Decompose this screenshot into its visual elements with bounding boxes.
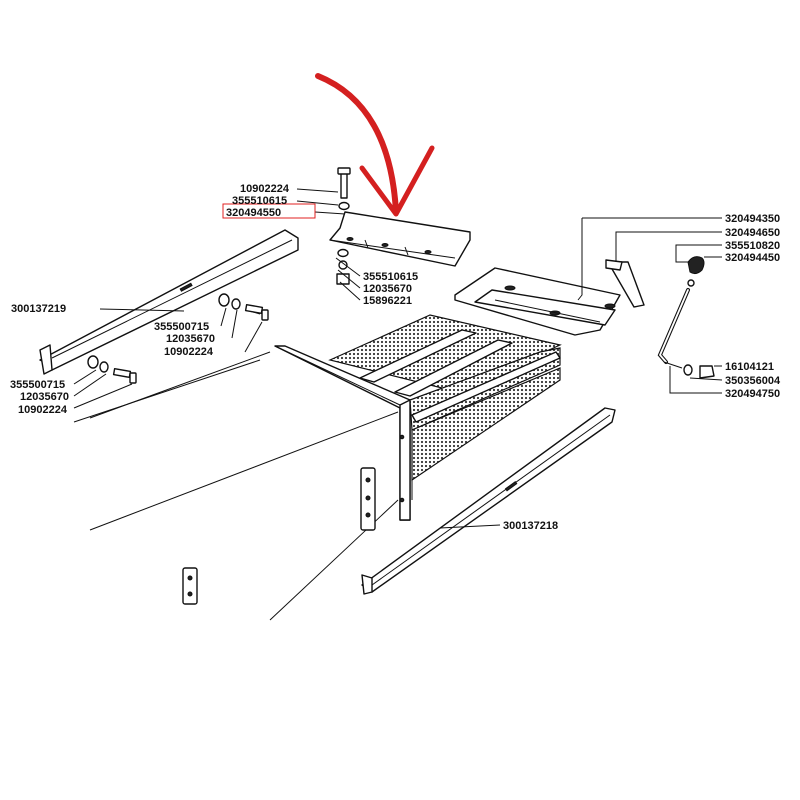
rod-fasteners [663,361,715,379]
mesh-screen [328,314,562,500]
part-300137219-rail [39,229,299,375]
label-300137218: 300137218 [503,520,558,532]
label-320494750: 320494750 [725,388,780,400]
part-300137218-rail [361,407,616,595]
label-10902224-a: 10902224 [164,346,214,358]
hopper-body [89,345,411,621]
label-16104121: 16104121 [725,361,774,373]
label-355510615-top: 355510615 [232,195,287,207]
label-300137219: 300137219 [11,303,66,315]
label-10902224-b: 10902224 [18,404,68,416]
label-320494550: 320494550 [226,207,281,219]
label-355500715-b: 355500715 [10,379,65,391]
label-10902224-top: 10902224 [240,183,290,195]
label-12035670-b: 12035670 [20,391,69,403]
left-fasteners-a [218,293,269,321]
label-12035670-mid: 12035670 [363,283,412,295]
label-320494650: 320494650 [725,227,780,239]
left-fasteners-b [87,355,137,384]
label-320494450: 320494450 [725,252,780,264]
part-320494550-plate [329,211,471,267]
highlight-box [222,203,316,219]
label-355510820: 355510820 [725,240,780,252]
label-12035670-a: 12035670 [166,333,215,345]
label-320494350: 320494350 [725,213,780,225]
pointer-arrow [315,73,435,217]
part-320494350-plate [454,267,621,336]
label-15896221: 15896221 [363,295,412,307]
label-355510615-mid: 355510615 [363,271,418,283]
part-320494750-rod [657,288,690,364]
label-350356004: 350356004 [725,375,781,387]
part-320494650-bracket [605,259,645,308]
part-320494450-knob [687,256,705,287]
label-355500715-a: 355500715 [154,321,209,333]
leader-lines [73,188,723,529]
part-labels: 10902224 355510615 320494550 355510615 1… [10,183,781,532]
top-fasteners [336,167,351,285]
